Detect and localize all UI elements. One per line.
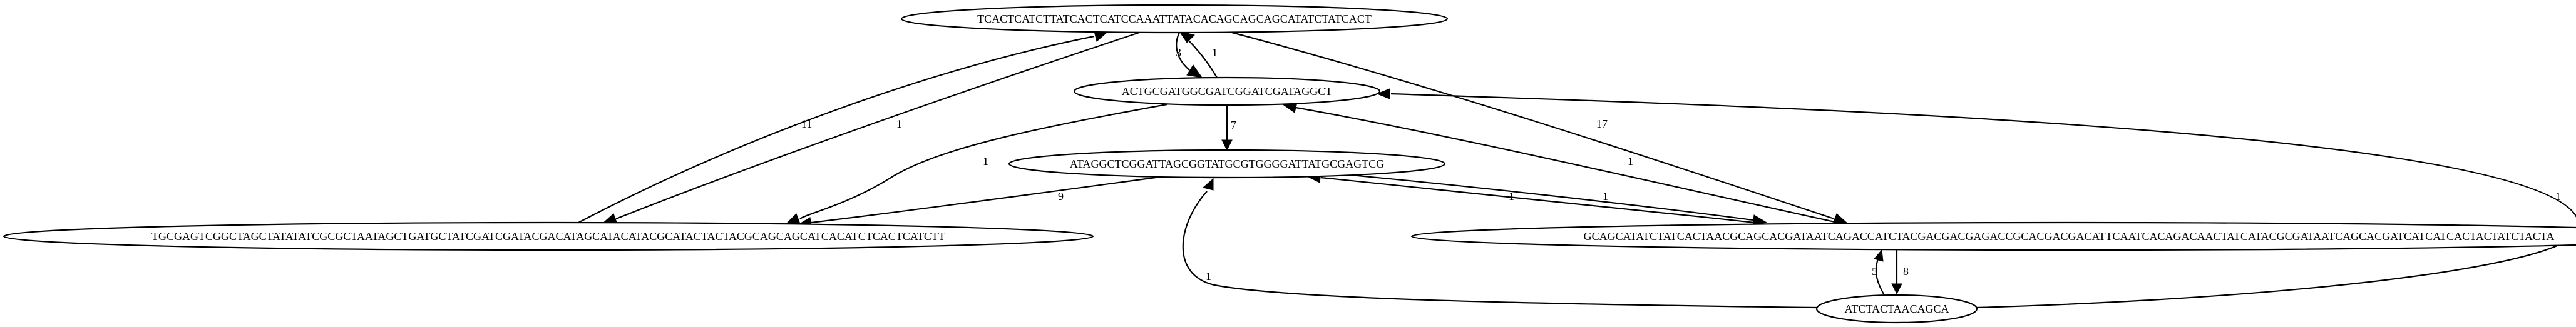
edge-arrowhead (1186, 64, 1203, 78)
edge-n4-to-n1: 11 (578, 31, 1108, 223)
edge-line (799, 103, 1167, 219)
node-ellipse (1073, 76, 1381, 106)
edge-weight-label: 9 (1058, 190, 1064, 203)
node-sequence-label: ACTGCGATGGCGATCGGATCGATAGGCT (1122, 85, 1333, 98)
edge-arrowhead (1874, 249, 1884, 262)
edge-weight-label: 17 (1596, 118, 1608, 130)
node-sequence-label: GCAGCATATCTATCACTAACGCAGCACGATAATCAGACCA… (1584, 230, 2555, 243)
node-ellipse (3, 221, 1094, 251)
sequence-node-n6[interactable]: ATCTACTAACAGCA (1815, 294, 1978, 324)
node-sequence-label: TCACTCATCTTATCACTCATCCAAATTATACACAGCAGCA… (977, 13, 1372, 25)
edge-weight-label: 1 (1603, 190, 1608, 203)
edge-arrowhead (785, 213, 801, 224)
edge-n1-to-n4: 1 (601, 31, 1140, 224)
edge-line (1390, 93, 2576, 309)
sequence-node-n4[interactable]: TGCGAGTCGGCTAGCTATATATCGCGCTAATAGCTGATGC… (3, 221, 1094, 251)
edge-weight-label: 1 (2555, 190, 2561, 203)
edge-line (1308, 170, 1753, 221)
edge-line (1875, 258, 1885, 296)
edge-line (1231, 31, 1835, 220)
edge-n5-to-n6: 8 (1891, 250, 1909, 295)
sequence-node-n5[interactable]: GCAGCATATCTATCACTAACGCAGCACGATAATCAGACCA… (1411, 221, 2576, 251)
edge-weight-label: 5 (1872, 265, 1877, 278)
node-layer: TCACTCATCTTATCACTCATCCAAATTATACACAGCAGCA… (3, 4, 2576, 324)
edge-arrowhead (1202, 178, 1214, 191)
edge-line (1320, 176, 1761, 224)
edge-weight-label: 1 (983, 155, 988, 168)
edge-n1-to-n2: 3 (1176, 32, 1203, 78)
edge-weight-label: 1 (1206, 270, 1211, 283)
edge-line (578, 35, 1095, 223)
node-ellipse (1008, 149, 1446, 179)
edge-weight-label: 1 (896, 118, 902, 130)
edge-n6-to-n3: 1 (1182, 178, 1817, 309)
edge-weight-label: 1 (1212, 46, 1218, 59)
edge-n5-to-n3: 1 (1306, 172, 1761, 224)
node-sequence-label: ATAGGCTCGGATTAGCGGTATGCGTGGGGATTATGCGAGT… (1070, 158, 1384, 170)
edge-n2-to-n3: 7 (1221, 105, 1236, 151)
edge-line (1186, 38, 1218, 78)
sequence-node-n2[interactable]: ACTGCGATGGCGATCGGATCGATAGGCT (1073, 76, 1381, 106)
node-ellipse (900, 4, 1449, 34)
edge-weight-label: 11 (801, 118, 812, 130)
edge-n6-to-n5: 5 (1872, 249, 1885, 296)
edge-weight-label: 7 (1231, 119, 1236, 131)
edge-n1-to-n5: 17 (1231, 31, 1849, 224)
edge-line (615, 31, 1140, 220)
edge-line (811, 176, 1156, 224)
edge-weight-label: 8 (1903, 265, 1909, 278)
node-sequence-label: ATCTACTAACAGCA (1844, 303, 1949, 315)
edge-n2-to-n1: 1 (1178, 31, 1218, 78)
edge-line (1176, 32, 1190, 71)
edge-weight-label: 1 (1509, 190, 1514, 203)
edge-arrowhead (1221, 139, 1233, 151)
edge-weight-label: 1 (1628, 155, 1633, 168)
edge-line (1182, 191, 1817, 309)
edge-weight-label: 3 (1176, 46, 1181, 59)
sequence-node-n1[interactable]: TCACTCATCTTATCACTCATCCAAATTATACACAGCAGCA… (900, 4, 1449, 34)
edge-arrowhead (1891, 283, 1902, 295)
edge-n6-to-n2: 1 (1376, 88, 2576, 309)
edge-line (1295, 106, 1841, 224)
node-ellipse (1411, 221, 2576, 251)
node-ellipse (1815, 294, 1978, 324)
sequence-node-n3[interactable]: ATAGGCTCGGATTAGCGGTATGCGTGGGGATTATGCGAGT… (1008, 149, 1446, 179)
edge-n3-to-n4: 9 (796, 176, 1156, 228)
edge-arrowhead (1376, 88, 1390, 99)
node-sequence-label: TGCGAGTCGGCTAGCTATATATCGCGCTAATAGCTGATGC… (151, 230, 945, 243)
